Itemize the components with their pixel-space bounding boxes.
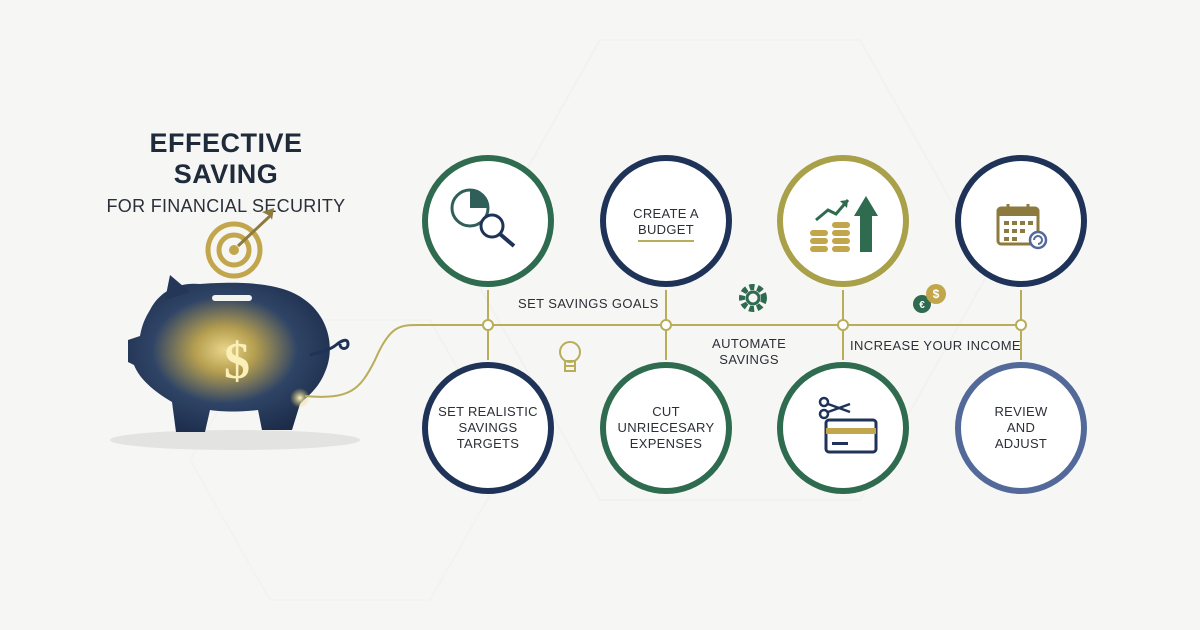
set-savings-goals-label: SET SAVINGS GOALS bbox=[518, 296, 659, 311]
automate-savings-label: AUTOMATE SAVINGS bbox=[712, 336, 786, 368]
dollar-sign-icon: $ bbox=[224, 333, 250, 390]
review-adjust-line2: AND bbox=[1006, 420, 1036, 435]
lightbulb-icon bbox=[559, 341, 581, 372]
create-budget-line2: BUDGET bbox=[638, 222, 694, 242]
automate-line2: SAVINGS bbox=[719, 352, 779, 367]
piggy-bank-icon: $ bbox=[110, 275, 360, 450]
flow-connector bbox=[304, 324, 1022, 398]
set-targets-line1: SET REALISTIC bbox=[438, 404, 538, 419]
create-budget-label: CREATE A BUDGET bbox=[611, 206, 721, 242]
review-adjust-line3: ADJUST bbox=[994, 436, 1048, 451]
coins-growth-arrow-icon bbox=[810, 196, 878, 252]
income-coins-icon: $ € bbox=[913, 284, 946, 313]
title-block: EFFECTIVE SAVING FOR FINANCIAL SECURITY bbox=[96, 128, 356, 217]
cut-expenses-label: CUT UNRIECESARY EXPENSES bbox=[611, 404, 721, 452]
page-subtitle: FOR FINANCIAL SECURITY bbox=[106, 196, 346, 216]
review-adjust-label: REVIEW AND ADJUST bbox=[966, 404, 1076, 452]
top-circle-2 bbox=[600, 155, 732, 287]
gear-icon bbox=[739, 284, 767, 312]
create-budget-line1: CREATE A bbox=[633, 206, 699, 221]
bottom-circle-4 bbox=[955, 362, 1087, 494]
calendar-icon bbox=[996, 204, 1048, 250]
svg-text:$: $ bbox=[933, 287, 940, 301]
cut-expenses-line3: EXPENSES bbox=[629, 436, 703, 451]
page-title: EFFECTIVE SAVING bbox=[149, 128, 303, 189]
set-targets-line3: TARGETS bbox=[456, 436, 520, 451]
bottom-circle-1 bbox=[422, 362, 554, 494]
set-targets-label: SET REALISTIC SAVINGS TARGETS bbox=[433, 404, 543, 452]
scissors-credit-card-icon bbox=[818, 396, 878, 454]
automate-line1: AUTOMATE bbox=[712, 336, 787, 351]
pie-chart-magnifier-icon bbox=[450, 188, 516, 248]
junction-nodes bbox=[482, 319, 1027, 331]
top-circle-3 bbox=[777, 155, 909, 287]
target-arrow-icon bbox=[205, 208, 274, 279]
cut-expenses-line1: CUT bbox=[652, 404, 680, 419]
bottom-circle-2 bbox=[600, 362, 732, 494]
increase-income-label: INCREASE YOUR INCOME bbox=[850, 338, 1022, 353]
cut-expenses-line2: UNRIECESARY bbox=[617, 420, 715, 435]
svg-text:€: € bbox=[919, 300, 925, 311]
review-adjust-line1: REVIEW bbox=[994, 404, 1048, 419]
set-targets-line2: SAVINGS bbox=[458, 420, 518, 435]
